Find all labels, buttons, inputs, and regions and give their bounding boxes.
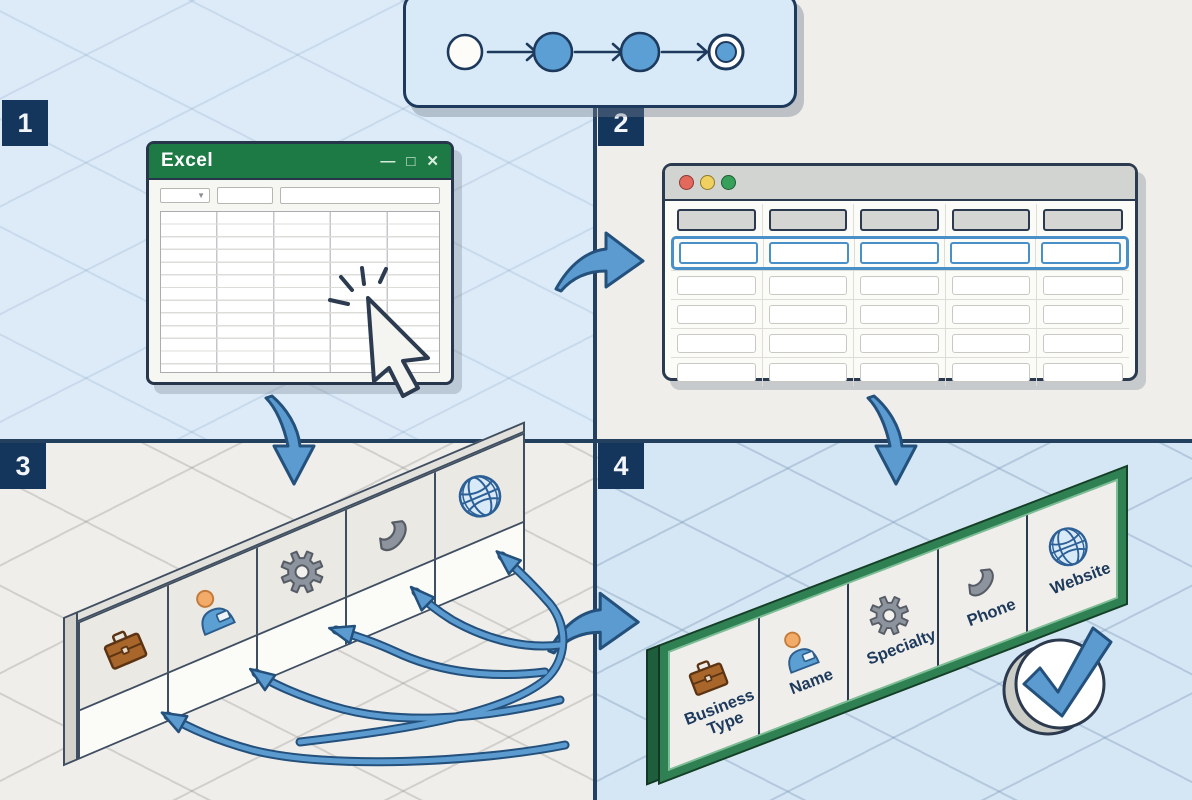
- arrow-step2-to-step4: [860, 392, 924, 490]
- strip-side-edge: [646, 644, 660, 786]
- selected-row-cell[interactable]: [950, 242, 1030, 264]
- formula-bar-input[interactable]: [280, 187, 440, 204]
- stepper-graphic: [446, 31, 745, 73]
- arrow-step1-to-step2: [551, 221, 647, 295]
- gear-icon: [270, 541, 333, 604]
- column-header-cell[interactable]: [951, 209, 1031, 231]
- excel-titlebar: Excel — □ ✕: [149, 144, 451, 180]
- cursor-icon: [328, 266, 430, 398]
- phone-icon: [359, 503, 422, 566]
- table-cell[interactable]: [768, 333, 848, 353]
- table-cell[interactable]: [860, 304, 939, 324]
- step-badge-1: 1: [2, 100, 48, 146]
- mapped-field-specialty: Specialty: [849, 549, 939, 700]
- table-cell[interactable]: [951, 304, 1031, 324]
- table-cell[interactable]: [860, 362, 939, 382]
- data-window-titlebar: [665, 166, 1135, 201]
- check-icon: [1002, 626, 1113, 736]
- data-table-window: [662, 163, 1138, 386]
- table-cell[interactable]: [951, 362, 1031, 382]
- arrow-step1-to-step3: [258, 392, 322, 490]
- stepper-node-3: [619, 31, 661, 73]
- traffic-light-minimize[interactable]: [700, 175, 715, 190]
- vertical-divider: [593, 0, 597, 800]
- person-icon: [181, 578, 244, 641]
- excel-toolbar: ▼: [149, 180, 451, 207]
- window-controls: — □ ✕: [380, 154, 439, 169]
- traffic-light-close[interactable]: [679, 175, 694, 190]
- table-row: [671, 357, 1129, 386]
- selected-row-cell[interactable]: [1040, 242, 1121, 264]
- table-cell[interactable]: [1043, 304, 1123, 324]
- minimize-button[interactable]: —: [380, 152, 396, 170]
- table-row: [671, 328, 1129, 357]
- horizontal-divider: [0, 439, 1192, 443]
- success-checkmark: [1000, 616, 1120, 750]
- column-header-cell[interactable]: [1043, 209, 1123, 231]
- step-badge-4: 4: [598, 443, 644, 489]
- maximize-button[interactable]: □: [406, 152, 416, 170]
- mapped-field-website: Website: [1028, 481, 1116, 631]
- data-table: [665, 201, 1135, 392]
- briefcase-icon: [92, 616, 155, 679]
- traffic-light-zoom[interactable]: [721, 175, 736, 190]
- arrow-step3-to-step4: [543, 581, 643, 657]
- close-button[interactable]: ✕: [426, 152, 439, 170]
- table-cell[interactable]: [951, 275, 1031, 295]
- selected-row-cell[interactable]: [679, 242, 759, 264]
- cell-reference-dropdown[interactable]: ▼: [160, 188, 210, 203]
- table-cell[interactable]: [677, 333, 756, 353]
- table-cell[interactable]: [768, 275, 848, 295]
- table-cell[interactable]: [677, 362, 756, 382]
- column-header-cell[interactable]: [860, 209, 939, 231]
- name-box-input[interactable]: [217, 187, 273, 204]
- selected-row-cell[interactable]: [769, 242, 849, 264]
- table-cell[interactable]: [860, 333, 939, 353]
- step-badge-3: 3: [0, 443, 46, 489]
- column-header-cell[interactable]: [768, 209, 848, 231]
- stepper-node-2: [532, 31, 574, 73]
- table-cell[interactable]: [1043, 333, 1123, 353]
- table-cell[interactable]: [677, 304, 756, 324]
- process-stepper: [403, 0, 797, 108]
- table-cell[interactable]: [768, 362, 848, 382]
- stepper-node-1: [446, 33, 484, 71]
- caret-down-icon: ▼: [197, 191, 205, 200]
- mouse-cursor: [324, 264, 444, 404]
- table-cell[interactable]: [860, 275, 939, 295]
- table-cell[interactable]: [768, 304, 848, 324]
- table-cell[interactable]: [951, 333, 1031, 353]
- excel-title: Excel: [161, 150, 214, 171]
- table-cell[interactable]: [1043, 362, 1123, 382]
- selected-row-cell[interactable]: [859, 242, 940, 264]
- mapped-field-business-type: Business Type: [670, 618, 760, 769]
- table-row: [671, 270, 1129, 299]
- stepper-node-4-inner: [715, 41, 737, 63]
- highlighted-table-row[interactable]: [671, 236, 1129, 270]
- column-header-cell[interactable]: [677, 209, 756, 231]
- table-cell[interactable]: [1043, 275, 1123, 295]
- table-header-row: [671, 204, 1129, 236]
- mapped-field-name: Name: [759, 583, 850, 735]
- globe-icon: [448, 465, 511, 528]
- strip-side-edge: [63, 611, 78, 767]
- table-cell[interactable]: [677, 275, 756, 295]
- table-row: [671, 299, 1129, 328]
